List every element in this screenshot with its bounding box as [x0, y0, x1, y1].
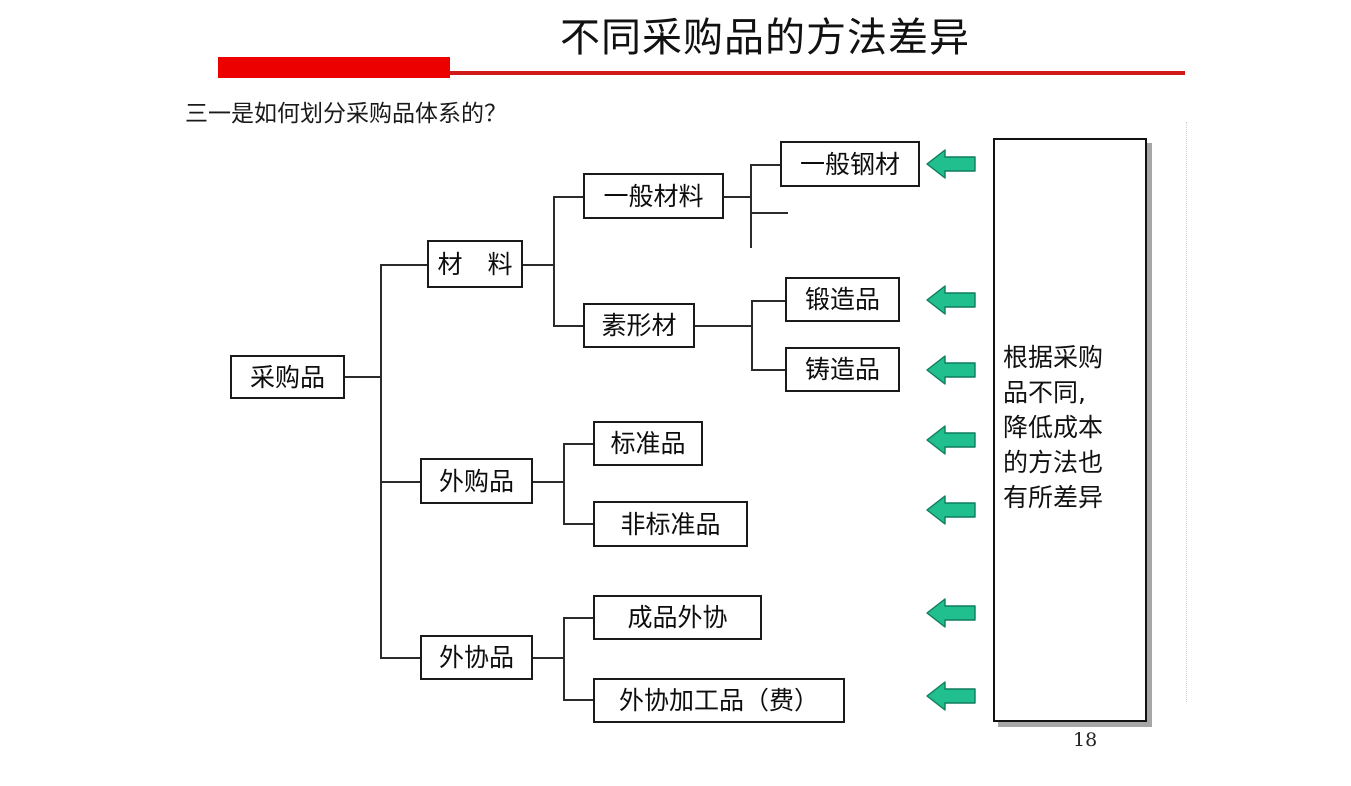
- connector-shaped-split: [751, 300, 753, 370]
- callout-line-5: 有所差异: [1003, 483, 1104, 512]
- callout-line-2: 品不同,: [1003, 378, 1086, 407]
- arrow-left-standard: [925, 422, 977, 458]
- slide-subtitle: 三一是如何划分采购品体系的？: [185, 101, 507, 127]
- node-root-procurement[interactable]: 采购品: [230, 355, 345, 399]
- callout-text: 根据采购 品不同, 降低成本 的方法也 有所差异: [1003, 340, 1143, 515]
- connector-purchased-nonstandard: [563, 523, 595, 525]
- connector-trunk-purchased: [380, 481, 421, 483]
- node-outsourced-item[interactable]: 外协品: [420, 635, 533, 680]
- node-standard-item[interactable]: 标准品: [593, 421, 703, 466]
- connector-trunk-outsourced: [380, 657, 421, 659]
- callout-line-1: 根据采购: [1003, 343, 1104, 372]
- connector-general-split: [750, 164, 752, 248]
- connector-purchased-out: [533, 481, 565, 483]
- node-outsourced-processing[interactable]: 外协加工品（费）: [593, 678, 845, 723]
- connector-root-stem: [345, 376, 381, 378]
- arrow-left-outsourced-processing: [925, 678, 977, 714]
- title-underline: [450, 71, 1185, 75]
- connector-general-empty-stub: [750, 212, 788, 214]
- connector-outsourced-out: [533, 657, 565, 659]
- connector-material-shaped: [553, 325, 585, 327]
- connector-shaped-cast: [751, 369, 787, 371]
- arrow-left-nonstandard: [925, 492, 977, 528]
- connector-shaped-forged: [751, 300, 787, 302]
- connector-material-split: [553, 196, 555, 326]
- node-purchased-item[interactable]: 外购品: [420, 458, 533, 504]
- connector-shaped-out: [695, 325, 753, 327]
- connector-outsourced-split: [563, 617, 565, 701]
- node-cast-product[interactable]: 铸造品: [785, 347, 900, 392]
- node-general-material[interactable]: 一般材料: [583, 173, 724, 219]
- node-general-steel[interactable]: 一般钢材: [780, 141, 920, 187]
- page-number: 18: [1073, 729, 1098, 751]
- arrow-left-forged: [925, 282, 977, 318]
- connector-outsourced-processing: [563, 699, 595, 701]
- arrow-left-finished-outsourcing: [925, 595, 977, 631]
- connector-material-general: [553, 196, 585, 198]
- connector-material-out: [523, 264, 555, 266]
- page-title: 不同采购品的方法差异: [560, 15, 970, 61]
- arrow-left-general-steel: [925, 146, 977, 182]
- node-nonstandard-item[interactable]: 非标准品: [593, 501, 748, 547]
- connector-purchased-standard: [563, 443, 595, 445]
- connector-general-out: [724, 196, 752, 198]
- node-finished-outsourcing[interactable]: 成品外协: [593, 595, 762, 640]
- callout-line-3: 降低成本: [1003, 413, 1104, 442]
- callout-panel: [993, 138, 1147, 722]
- callout-line-4: 的方法也: [1003, 448, 1104, 477]
- node-shaped-material[interactable]: 素形材: [583, 303, 695, 348]
- node-forged-product[interactable]: 锻造品: [785, 277, 900, 322]
- title-accent-bar: [218, 57, 450, 78]
- node-material[interactable]: 材 料: [427, 240, 523, 288]
- connector-general-steel: [750, 164, 782, 166]
- right-guide-line: [1186, 122, 1187, 702]
- connector-trunk-material: [380, 264, 428, 266]
- connector-main-trunk: [380, 264, 382, 657]
- arrow-left-cast: [925, 352, 977, 388]
- connector-purchased-split: [563, 443, 565, 525]
- connector-outsourced-finished: [563, 617, 595, 619]
